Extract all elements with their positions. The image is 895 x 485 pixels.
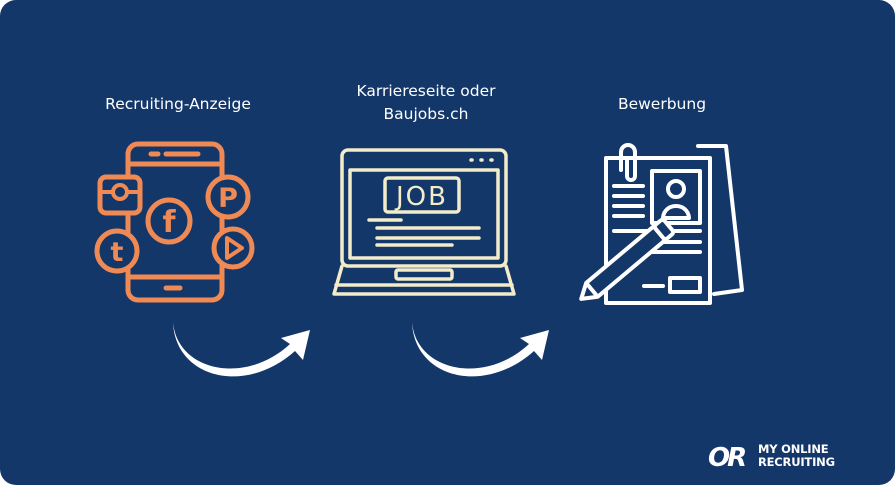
laptop-job-icon: JOB <box>332 148 516 296</box>
laptop-job-text: JOB <box>394 182 448 212</box>
logo-wordmark: MY ONLINE RECRUITING <box>758 443 835 468</box>
step-label-recruiting-ad: Recruiting-Anzeige <box>78 93 278 116</box>
video-play-icon <box>211 226 255 270</box>
svg-text:P: P <box>218 183 238 214</box>
curved-arrow-icon-2 <box>412 322 549 377</box>
instagram-icon <box>97 174 143 216</box>
step-label-line: Recruiting-Anzeige <box>105 95 251 113</box>
step-label-line: Karriereseite oder <box>356 82 496 100</box>
logo-mark-icon: OR <box>708 443 748 473</box>
logo-line-2: RECRUITING <box>758 454 835 469</box>
facebook-icon: f <box>145 197 193 245</box>
step-label-line: Baujobs.ch <box>383 105 469 123</box>
svg-text:f: f <box>162 205 176 240</box>
svg-text:OR: OR <box>708 443 745 473</box>
svg-text:t: t <box>111 237 124 268</box>
pinterest-icon: P <box>205 174 251 220</box>
pencil-icon <box>579 217 676 301</box>
application-clipboard-icon <box>579 143 744 305</box>
step-label-line: Bewerbung <box>617 95 707 113</box>
logo-line-1: MY ONLINE <box>758 442 829 456</box>
step-label-career-page: Karriereseite oder Baujobs.ch <box>326 80 526 126</box>
brand-logo: OR MY ONLINE RECRUITING <box>708 442 858 473</box>
curved-arrow-icon-1 <box>173 322 310 377</box>
step-label-application: Bewerbung <box>562 93 762 116</box>
social-media-phone-icon: f P t <box>94 141 255 303</box>
tumblr-icon: t <box>94 228 140 274</box>
